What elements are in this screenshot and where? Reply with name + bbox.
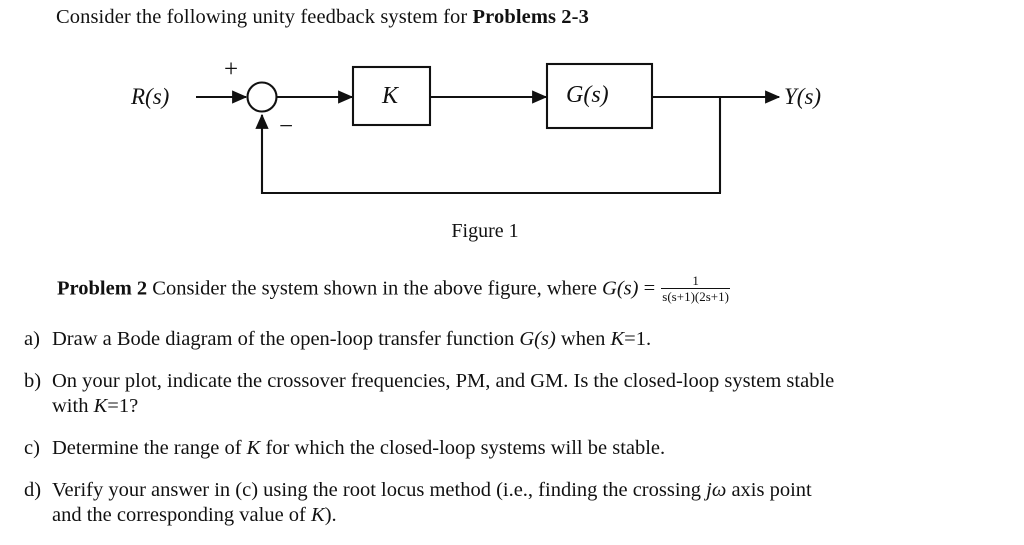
sum-negative-sign: − — [279, 113, 294, 140]
task-marker-b: b) — [24, 370, 42, 392]
task-line: with K=1? — [52, 395, 139, 417]
intro-problem-range: Problems 2-3 — [472, 6, 589, 28]
task-item-c: c) Determine the range of K for which th… — [24, 436, 994, 461]
input-signal-label: R(s) — [131, 84, 170, 109]
plant-block-label: G(s) — [566, 82, 609, 108]
task-text-b: On your plot, indicate the crossover fre… — [52, 369, 994, 419]
gain-block-label: K — [382, 83, 399, 109]
problem-body: Consider the system shown in the above f… — [147, 277, 603, 300]
page-title: Consider the following unity feedback sy… — [56, 4, 589, 30]
task-line: Draw a Bode diagram of the open-loop tra… — [52, 328, 652, 350]
summing-junction — [246, 81, 278, 113]
intro-text: Consider the following unity feedback sy… — [56, 6, 473, 28]
task-item-b: b) On your plot, indicate the crossover … — [24, 369, 994, 419]
figure-caption: Figure 1 — [451, 220, 519, 242]
block-diagram-figure: R(s) Y(s) K G(s) + − — [0, 52, 1024, 212]
task-marker-d: d) — [24, 479, 42, 501]
transfer-function-symbol: G(s) — [602, 277, 639, 300]
task-text-c: Determine the range of K for which the c… — [52, 436, 994, 461]
output-signal-label: Y(s) — [784, 84, 822, 109]
task-line: On your plot, indicate the crossover fre… — [52, 370, 835, 392]
problem-statement: Problem 2 Consider the system shown in t… — [57, 273, 957, 305]
task-line: Determine the range of K for which the c… — [52, 437, 666, 459]
task-item-d: d) Verify your answer in (c) using the r… — [24, 478, 994, 528]
fraction-denominator: s(s+1)(2s+1) — [661, 288, 730, 305]
fraction-numerator: 1 — [692, 273, 699, 288]
equals-sign: = — [638, 277, 661, 300]
task-item-a: a) Draw a Bode diagram of the open-loop … — [24, 327, 994, 352]
plant-block — [545, 62, 654, 130]
block-diagram-canvas — [196, 62, 781, 195]
task-marker-c: c) — [24, 437, 40, 459]
task-text-a: Draw a Bode diagram of the open-loop tra… — [52, 327, 994, 352]
task-text-d: Verify your answer in (c) using the root… — [52, 478, 994, 528]
problem-heading: Problem 2 — [57, 277, 148, 300]
task-line: Verify your answer in (c) using the root… — [52, 479, 812, 501]
task-marker-a: a) — [24, 328, 40, 350]
task-list: a) Draw a Bode diagram of the open-loop … — [24, 327, 994, 545]
sum-positive-sign: + — [224, 56, 239, 83]
figure-caption-row: Figure 1 — [0, 220, 1024, 243]
task-line: and the corresponding value of K). — [52, 504, 337, 526]
